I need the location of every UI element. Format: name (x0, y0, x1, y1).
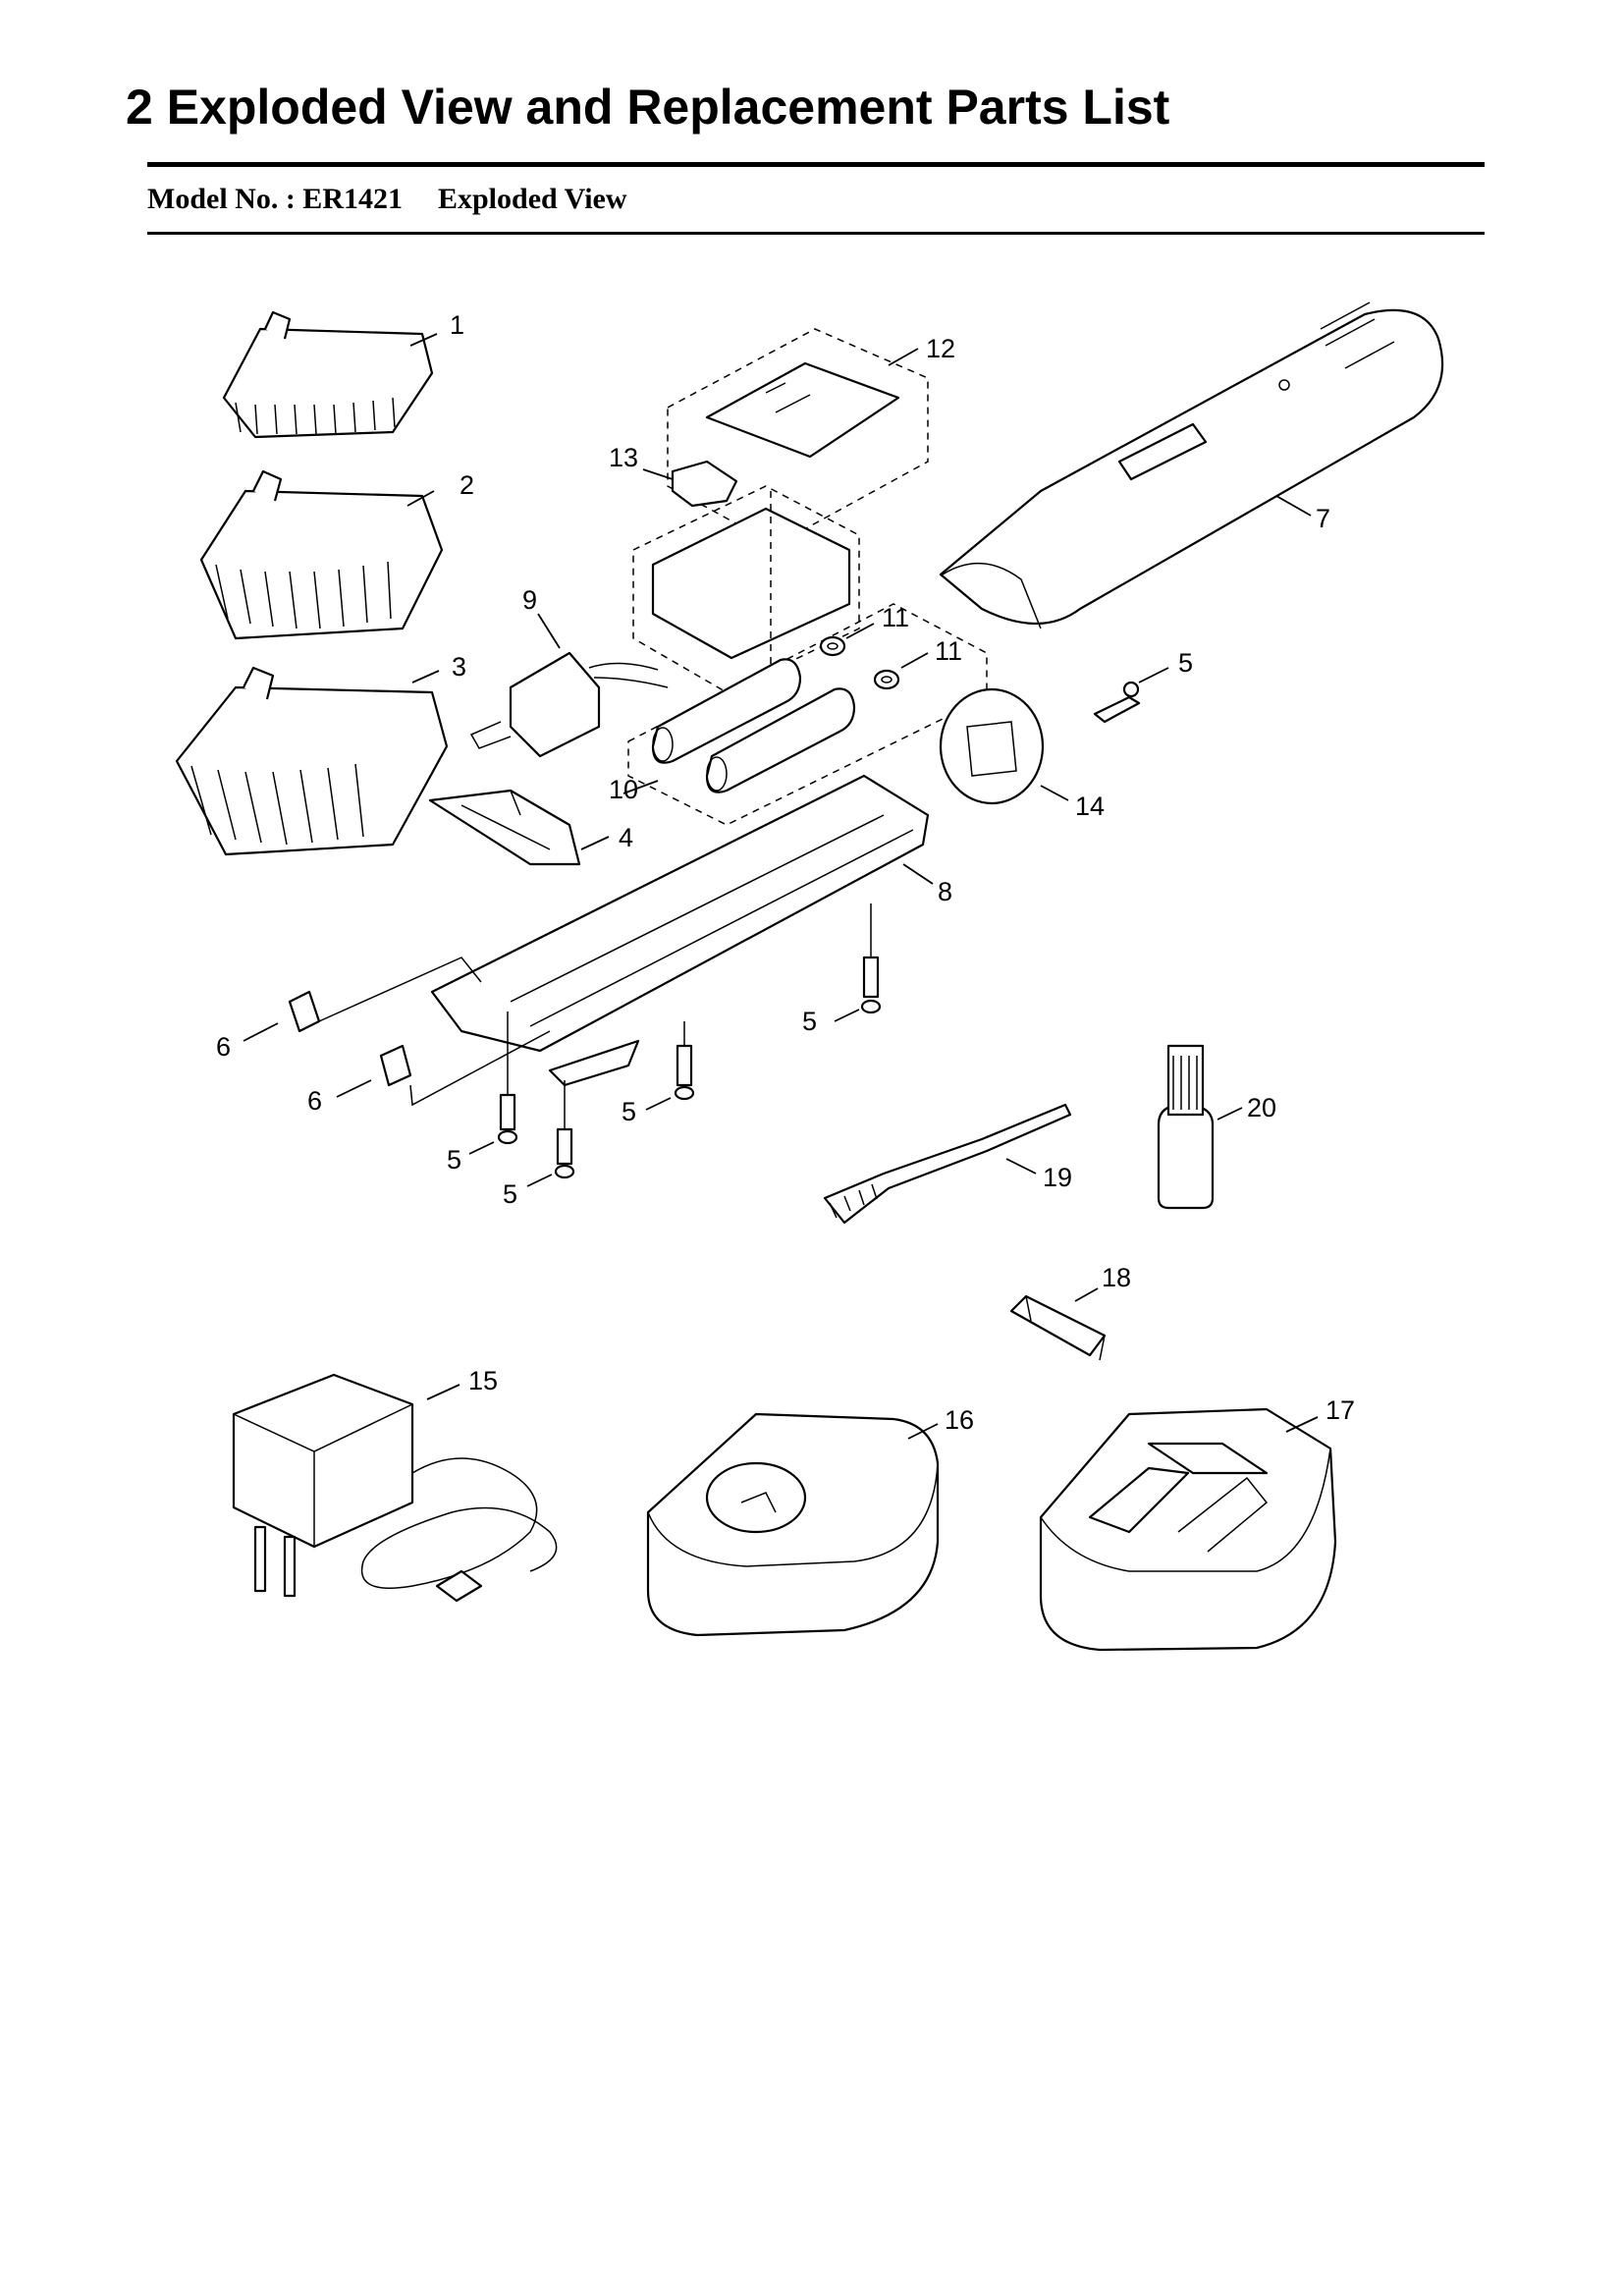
callout-4: 4 (619, 823, 633, 852)
callout-13: 13 (609, 443, 638, 472)
view-label: Exploded View (437, 183, 627, 215)
comb-attachment-2 (199, 469, 444, 640)
pcb-12 (667, 328, 929, 546)
callout-14: 14 (1075, 792, 1105, 821)
callout-5a: 5 (1178, 648, 1193, 678)
clip-6b (379, 1030, 551, 1107)
batteries-10 (627, 603, 988, 826)
callout-5d: 5 (447, 1145, 461, 1175)
clip-6a (288, 957, 482, 1033)
washer-11b (873, 669, 900, 690)
callout-20: 20 (1247, 1093, 1276, 1122)
title-rule (147, 162, 1485, 167)
callout-2: 2 (460, 470, 474, 500)
lower-case-8 (430, 774, 930, 1087)
callout-18: 18 (1102, 1263, 1131, 1292)
screw-5-bottom (554, 1080, 575, 1179)
charging-stand-16 (646, 1412, 940, 1637)
frame-block (632, 485, 860, 693)
charging-stand-17 (1039, 1407, 1337, 1652)
subtitle-rule (147, 232, 1485, 235)
callout-6b: 6 (307, 1086, 322, 1116)
comb-attachment-3 (175, 666, 449, 856)
screw-5-right (860, 903, 882, 1014)
subtitle: Model No. : ER1421 Exploded View (147, 183, 627, 216)
callout-3: 3 (452, 652, 466, 682)
callout-11b: 11 (935, 636, 962, 666)
washer-11a (819, 635, 846, 657)
callout-9: 9 (522, 585, 537, 615)
callout-8: 8 (938, 877, 952, 906)
blade-guard-18 (1009, 1294, 1107, 1361)
callout-6a: 6 (216, 1032, 231, 1062)
callout-15: 15 (468, 1366, 498, 1395)
oil-bottle-20 (1157, 1044, 1215, 1210)
callout-17: 17 (1325, 1395, 1355, 1425)
upper-case-7 (939, 301, 1444, 629)
page-title: 2 Exploded View and Replacement Parts Li… (126, 80, 1170, 135)
model-label: Model No. : ER1421 (147, 183, 403, 215)
callout-12: 12 (926, 334, 955, 363)
screw-5-middle (674, 1021, 695, 1101)
screw-5-left (497, 1011, 518, 1145)
callout-16: 16 (945, 1405, 974, 1435)
callout-11a: 11 (882, 603, 909, 632)
cleaning-brush-19 (823, 1103, 1072, 1225)
callout-7: 7 (1316, 504, 1330, 533)
screw-5-top (1093, 681, 1141, 724)
comb-attachment-1 (222, 310, 434, 439)
blade-4 (428, 789, 581, 866)
callout-10: 10 (609, 775, 638, 804)
end-cap-14 (939, 687, 1045, 805)
callout-5e: 5 (503, 1179, 517, 1209)
callout-19: 19 (1043, 1163, 1072, 1192)
switch-13 (671, 460, 738, 508)
callout-5b: 5 (802, 1007, 817, 1036)
motor-9 (469, 651, 669, 758)
ac-adaptor-15 (232, 1373, 558, 1603)
callout-5c: 5 (622, 1097, 636, 1126)
callout-1: 1 (450, 310, 464, 340)
